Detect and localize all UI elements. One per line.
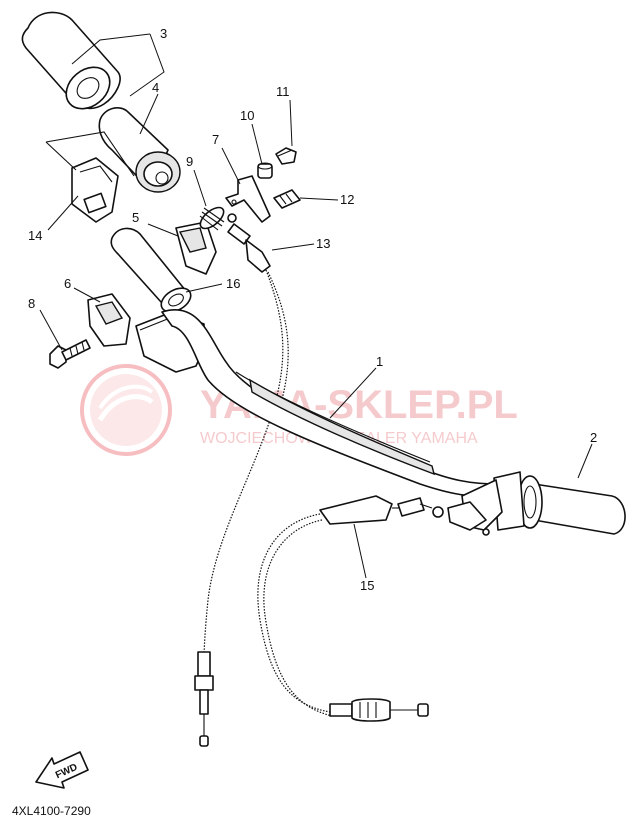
part-14-housing	[45, 131, 135, 223]
part-15-clutch-cable	[257, 495, 429, 722]
callout-5: 5	[132, 210, 139, 225]
callout-15: 15	[360, 578, 374, 593]
part-8-bolt	[49, 339, 91, 369]
throttle-cable-lower-fitting	[194, 651, 214, 747]
callout-numbers: 3 4 11 10 7 9 12 13 5 14 16 6 8 1 2 15	[28, 26, 597, 593]
part-12-screw	[273, 189, 301, 209]
part-9-spring	[199, 206, 225, 231]
part-2-right-grip	[493, 471, 626, 535]
callout-7: 7	[212, 132, 219, 147]
part-7-cable-guide	[225, 175, 271, 223]
callout-11: 11	[276, 84, 290, 99]
callout-2: 2	[590, 430, 597, 445]
fwd-arrow-icon: FWD	[35, 751, 89, 789]
callout-12: 12	[340, 192, 354, 207]
throttle-cable-end	[227, 213, 271, 273]
callout-8: 8	[28, 296, 35, 311]
callout-10: 10	[240, 108, 254, 123]
part-3-left-grip	[21, 11, 121, 110]
diagram-code: 4XL4100-7290	[12, 804, 91, 818]
callout-13: 13	[316, 236, 330, 251]
callout-4: 4	[152, 80, 159, 95]
part-5-housing-cover	[175, 221, 217, 275]
callout-1: 1	[376, 354, 383, 369]
leader-lines	[39, 33, 593, 579]
callout-3: 3	[160, 26, 167, 41]
clutch-lever-holder	[397, 479, 503, 536]
callout-16: 16	[226, 276, 240, 291]
callout-14: 14	[28, 228, 42, 243]
watermark-logo	[80, 364, 172, 456]
part-10-collar	[257, 162, 273, 179]
callout-6: 6	[64, 276, 71, 291]
callout-9: 9	[186, 154, 193, 169]
part-13-throttle-cable	[203, 269, 284, 661]
part-4-throttle-grip	[98, 107, 181, 193]
part-11-bolt	[275, 147, 297, 165]
part-6-clamp	[87, 293, 131, 347]
part-16-collar	[160, 287, 192, 313]
